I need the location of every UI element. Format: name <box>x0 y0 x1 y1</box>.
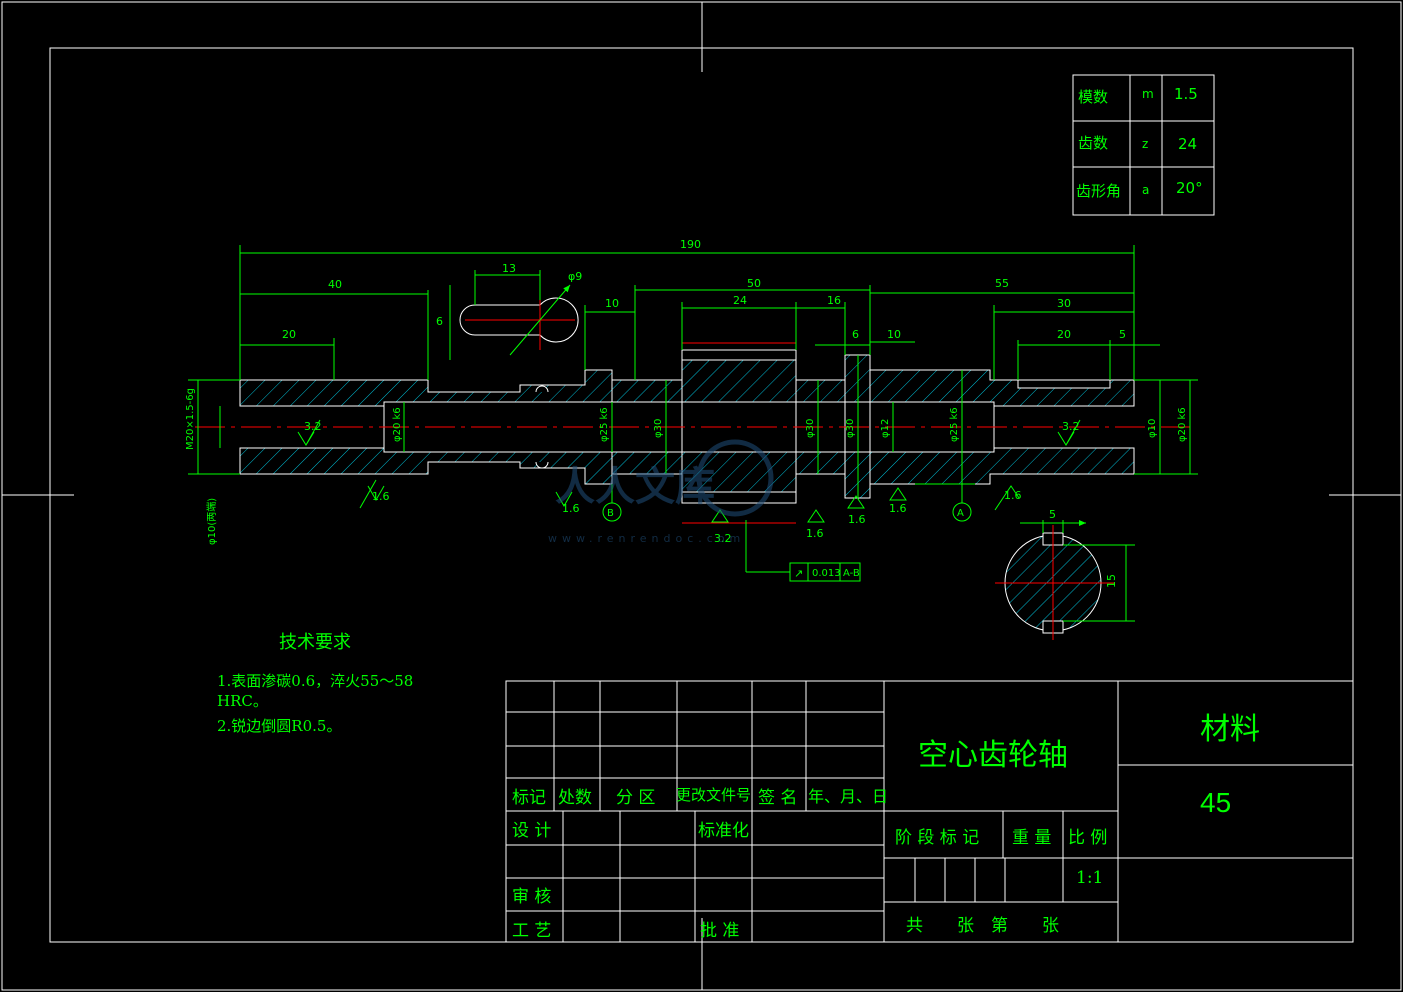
watermark-text: 人人文库 <box>555 464 715 510</box>
dim-5-section: 5 <box>1049 508 1056 521</box>
header-date: 年、月、日 <box>808 787 889 806</box>
dim-phi30-left: φ30 <box>653 419 664 438</box>
roughness-5: 1.6 <box>848 513 866 526</box>
dim-20-right: 20 <box>1057 328 1071 341</box>
param-symbol-module: m <box>1142 87 1154 101</box>
header-mark: 标记 <box>512 788 546 808</box>
dim-phi12: φ12 <box>880 419 891 438</box>
dim-20-left: 20 <box>282 328 296 341</box>
param-name-module: 模数 <box>1078 88 1108 106</box>
datum-b-label: B <box>607 508 614 519</box>
watermark-logo: 人人文库 www.renrendoc.com <box>548 439 774 545</box>
dim-50: 50 <box>747 277 761 290</box>
dim-phi10: φ10 <box>1147 419 1158 438</box>
thread-label: M20×1.5-6g <box>185 388 196 450</box>
param-value-teeth: 24 <box>1178 135 1197 153</box>
keyslot-detail <box>459 284 579 356</box>
tech-requirements-title: 技术要求 <box>279 632 351 653</box>
roughness-1: 1.6 <box>372 490 390 503</box>
header-count: 处数 <box>558 788 592 808</box>
tech-requirement-2: 2.锐边倒圆R0.5。 <box>217 717 342 735</box>
dim-phi25k6-left: φ25 k6 <box>599 407 610 442</box>
dim-6b: 6 <box>852 328 859 341</box>
param-symbol-teeth: z <box>1142 137 1148 151</box>
dim-phi25k6-right: φ25 k6 <box>949 407 960 442</box>
roughness-6: 1.6 <box>889 502 907 515</box>
roughness-3: 3.2 <box>714 532 732 545</box>
roughness-symbols <box>297 419 1081 523</box>
cross-section <box>995 520 1135 640</box>
header-change-doc: 更改文件号 <box>676 786 752 804</box>
dim-40: 40 <box>328 278 342 291</box>
title-block-lines <box>505 680 1354 943</box>
scale-label: 比 例 <box>1068 828 1108 848</box>
datum-a-label: A <box>957 508 964 519</box>
dim-16: 16 <box>827 294 841 307</box>
sheet-count: 共 张 第 张 <box>906 916 1059 936</box>
param-symbol-angle: a <box>1142 183 1149 197</box>
dim-6-key: 6 <box>436 315 443 328</box>
dim-24: 24 <box>733 294 747 307</box>
param-name-teeth: 齿数 <box>1078 134 1108 152</box>
dim-phi30-right: φ30 <box>845 419 856 438</box>
dim-13: 13 <box>502 262 516 275</box>
header-zone: 分 区 <box>616 788 656 808</box>
dim-30: 30 <box>1057 297 1071 310</box>
dim-phi30-mid: φ30 <box>805 419 816 438</box>
scale-value: 1:1 <box>1076 868 1104 888</box>
tech-requirement-1: 1.表面渗碳0.6，淬火55～58 <box>217 672 414 690</box>
tolerance-datum: A-B <box>843 568 860 579</box>
design-label: 设 计 <box>512 821 552 841</box>
end-dia-label: φ10(两端) <box>205 498 218 545</box>
tolerance-symbol: ↗ <box>794 567 803 580</box>
process-label: 工 艺 <box>512 921 552 941</box>
dim-phi20k6-right: φ20 k6 <box>1177 407 1188 442</box>
tech-requirement-1-cont: HRC。 <box>217 692 268 710</box>
dim-15-section: 15 <box>1105 574 1118 588</box>
roughness-left: 3.2 <box>304 420 322 433</box>
dim-total-length: 190 <box>680 238 701 251</box>
part-name: 空心齿轮轴 <box>918 738 1068 773</box>
standard-label: 标准化 <box>698 821 749 841</box>
material-label: 材料 <box>1200 712 1260 747</box>
param-value-angle: 20° <box>1176 179 1203 197</box>
roughness-4: 1.6 <box>806 527 824 540</box>
roughness-7: 1.6 <box>1004 489 1022 502</box>
header-sign: 签 名 <box>758 788 798 808</box>
roughness-right: 3.2 <box>1062 420 1080 433</box>
gear-parameter-table <box>1072 74 1215 216</box>
review-label: 审 核 <box>512 887 552 907</box>
watermark-url: www.renrendoc.com <box>548 532 745 545</box>
param-value-module: 1.5 <box>1174 85 1198 103</box>
dimension-lines <box>188 245 1198 582</box>
tolerance-value: 0.013 <box>812 568 841 579</box>
dim-10a: 10 <box>605 297 619 310</box>
weight-label: 重 量 <box>1012 828 1052 848</box>
roughness-2: 1.6 <box>562 502 580 515</box>
material-value: 45 <box>1200 787 1232 818</box>
dim-55: 55 <box>995 277 1009 290</box>
stage-label: 阶 段 标 记 <box>895 828 980 848</box>
dim-10b: 10 <box>887 328 901 341</box>
dim-5: 5 <box>1119 328 1126 341</box>
dim-phi20k6-left: φ20 k6 <box>392 407 403 442</box>
approve-label: 批 准 <box>700 921 740 941</box>
dim-phi9: φ9 <box>568 270 582 283</box>
param-name-angle: 齿形角 <box>1076 182 1121 200</box>
